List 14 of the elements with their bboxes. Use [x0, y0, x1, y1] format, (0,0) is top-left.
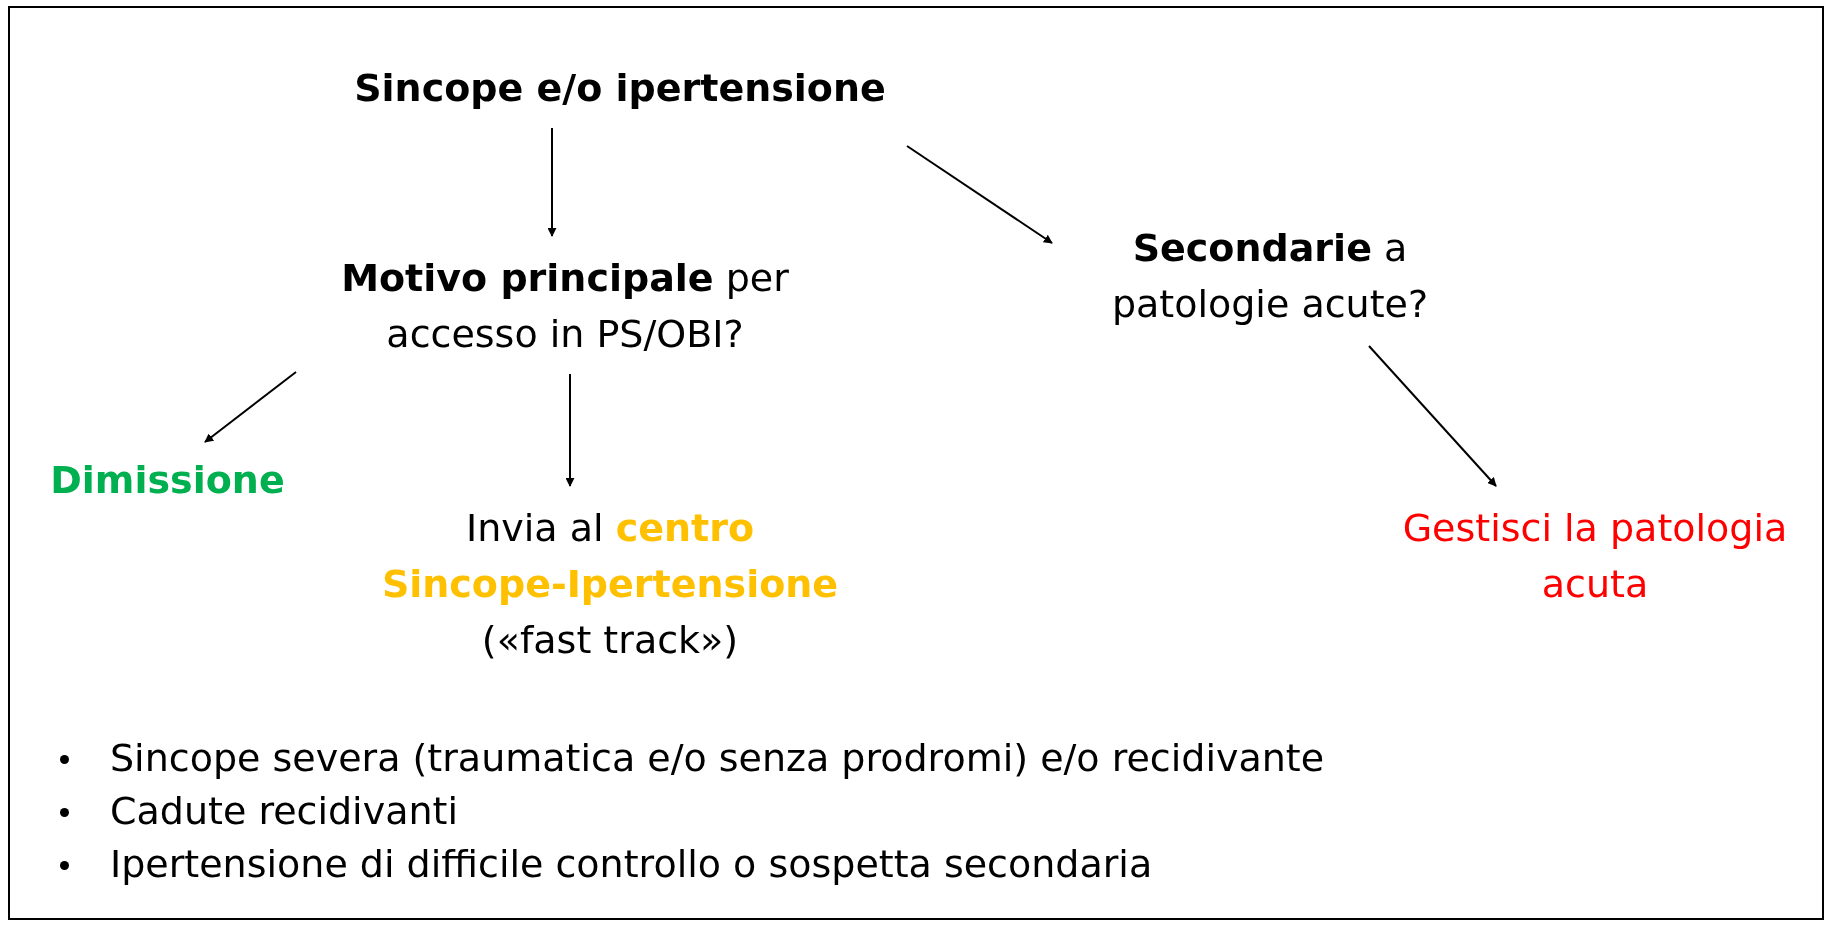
bullet-item: Sincope severa (traumatica e/o senza prodromi) e/o recidivante — [110, 736, 1325, 780]
arrow — [1368, 345, 1497, 487]
flow-text: Motivo principale per accesso in PS/OBI? — [290, 250, 840, 362]
bullet-item: Ipertensione di difficile controllo o sospetta secondaria — [110, 842, 1153, 886]
flow-text: Dimissione — [25, 452, 310, 508]
flow-text: Invia al centro Sincope-Ipertensione («fast track») — [370, 500, 850, 668]
bullet-item: Cadute recidivanti — [110, 789, 458, 833]
arrow — [204, 371, 297, 443]
flow-text: Secondarie a patologie acute? — [1060, 220, 1480, 332]
arrow — [565, 373, 575, 487]
arrow — [547, 127, 557, 237]
arrow — [906, 145, 1053, 244]
flow-text: Sincope e/o ipertensione — [300, 60, 940, 116]
flow-text: Gestisci la patologia acuta — [1370, 500, 1820, 612]
